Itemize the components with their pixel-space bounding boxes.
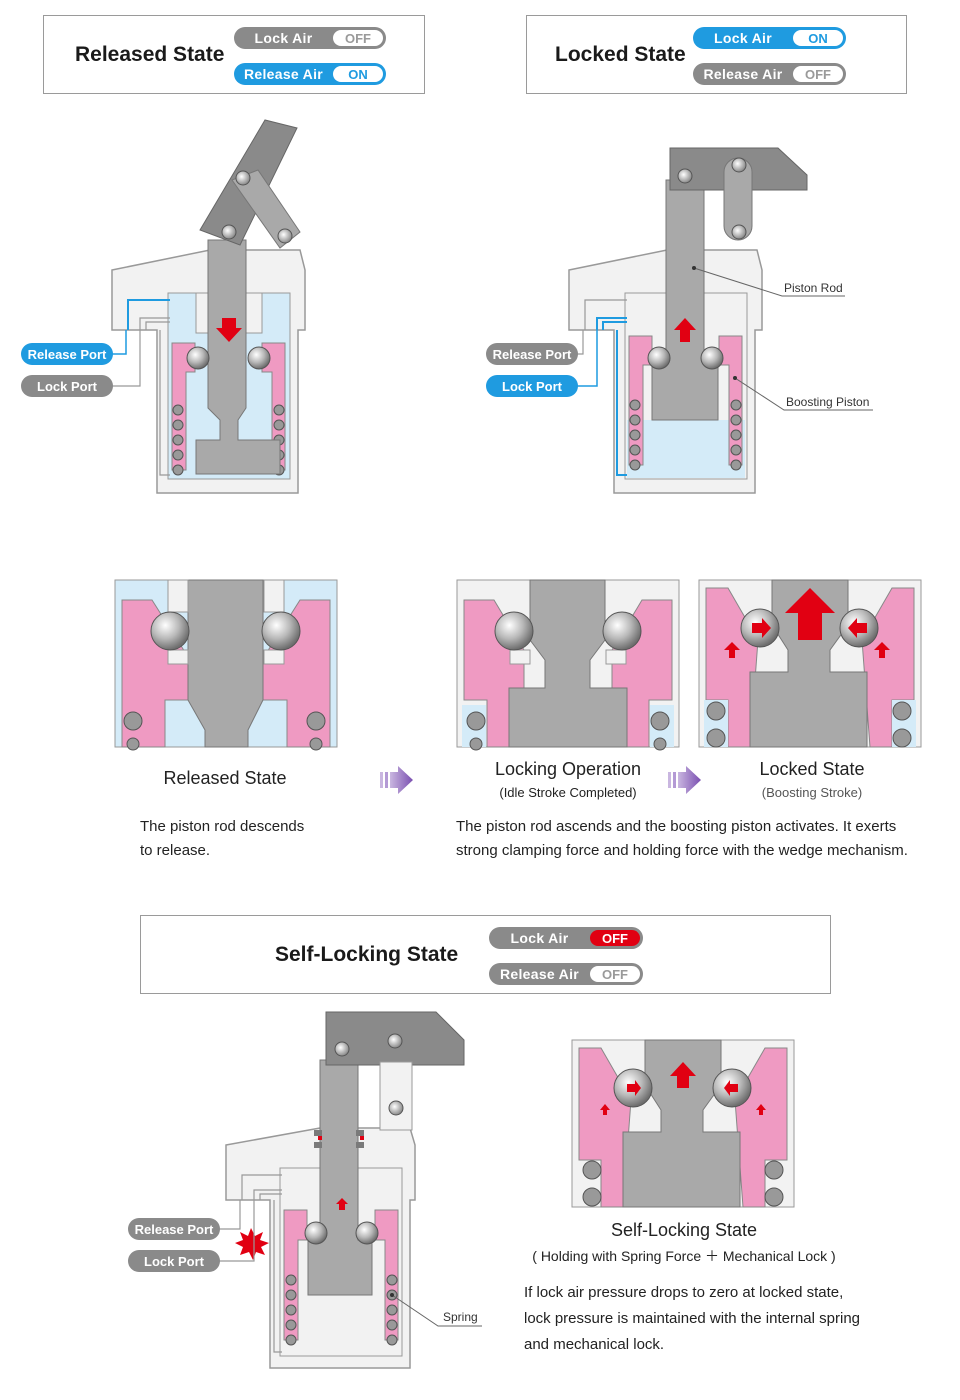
released-state-title: Released State [75, 43, 225, 66]
locked-stage-caption: Locked State [759, 759, 865, 779]
self-locking-state-box: Self-Locking State Lock Air OFF Release … [140, 915, 831, 994]
released-cylinder-diagram [111, 119, 306, 494]
release-air-indicator: Release Air ON [234, 63, 386, 85]
lock-air-value: OFF [333, 30, 383, 46]
locked-cylinder-diagram [568, 147, 873, 494]
released-stage-caption: Released State [163, 768, 287, 788]
release-air-indicator: Release Air OFF [489, 963, 643, 985]
step-arrow-icon [380, 766, 413, 794]
locked-state-title: Locked State [555, 43, 686, 66]
release-port-label: Release Port [486, 343, 578, 365]
release-air-value: OFF [590, 966, 640, 982]
step-arrow-icon [668, 766, 701, 794]
lock-air-indicator: Lock Air ON [693, 27, 846, 49]
pressure-loss-burst-icon [235, 1228, 269, 1260]
lock-air-indicator: Lock Air OFF [234, 27, 386, 49]
released-description: The piston rod descends to release. [140, 818, 305, 859]
spring-annotation: Spring [443, 1310, 478, 1324]
released-state-box: Released State Lock Air OFF Release Air … [43, 15, 425, 94]
lock-air-label: Lock Air [714, 30, 772, 46]
lock-air-indicator: Lock Air OFF [489, 927, 643, 949]
piston-rod-annotation: Piston Rod [784, 281, 843, 295]
release-port-label: Release Port [128, 1218, 220, 1240]
locked-stage-subcaption: (Boosting Stroke) [761, 785, 863, 800]
lock-port-label: Lock Port [486, 375, 578, 397]
locking-stage-subcaption: (Idle Stroke Completed) [499, 785, 637, 800]
self-locking-subcaption: ( Holding with Spring Force ＋ Mechanical… [532, 1248, 836, 1264]
self-locking-state-title: Self-Locking State [275, 943, 459, 966]
lock-port-label: Lock Port [21, 375, 113, 397]
release-air-label: Release Air [703, 66, 783, 82]
release-air-label: Release Air [499, 966, 580, 982]
lock-port-label: Lock Port [128, 1250, 220, 1272]
lock-air-value: ON [793, 30, 843, 46]
self-locking-description: If lock air pressure drops to zero at lo… [524, 1284, 860, 1353]
detail-locked [698, 579, 922, 748]
locking-stage-caption: Locking Operation [494, 759, 642, 779]
release-air-label: Release Air [243, 66, 324, 82]
lock-air-label: Lock Air [510, 930, 569, 946]
detail-released [114, 579, 338, 751]
self-locking-caption: Self-Locking State [610, 1220, 758, 1240]
locking-description: The piston rod ascends and the boosting … [456, 818, 908, 859]
locked-state-box: Locked State Lock Air ON Release Air OFF [526, 15, 907, 94]
release-air-value: OFF [793, 66, 843, 82]
release-air-indicator: Release Air OFF [693, 63, 846, 85]
lock-air-value: OFF [590, 930, 640, 946]
release-port-label: Release Port [21, 343, 113, 365]
detail-locking [456, 579, 680, 751]
lock-air-label: Lock Air [254, 30, 313, 46]
release-air-value: ON [333, 66, 383, 82]
boosting-piston-annotation: Boosting Piston [786, 395, 870, 409]
